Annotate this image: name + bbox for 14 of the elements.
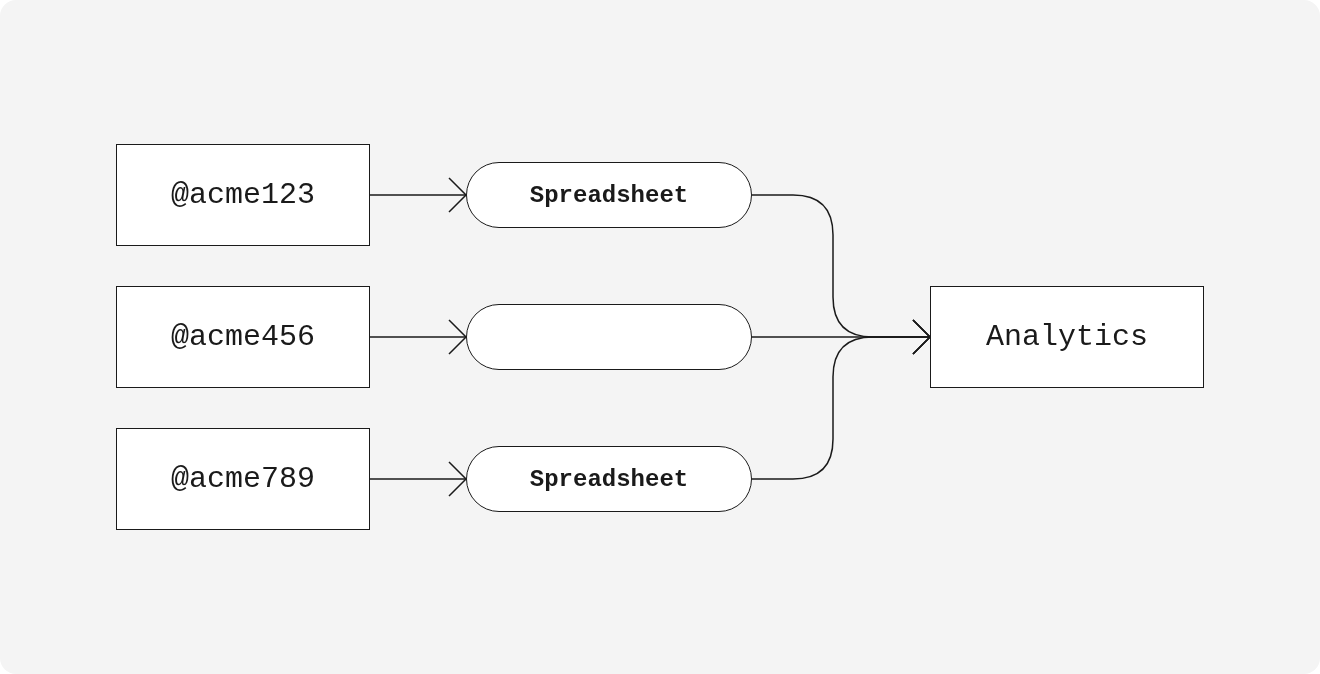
node-label: @acme789 (171, 462, 315, 496)
arrow (369, 319, 467, 355)
node-label: @acme456 (171, 320, 315, 354)
node-label: @acme123 (171, 178, 315, 212)
account-box (116, 144, 370, 246)
account-box (116, 428, 370, 530)
account-box (116, 286, 370, 388)
destination-box (930, 286, 1204, 388)
arrow (751, 319, 931, 480)
arrow (369, 461, 467, 497)
arrow (369, 177, 467, 213)
node-label: Analytics (986, 320, 1148, 354)
node-label: Spreadsheet (529, 181, 689, 209)
node-label: Spreadsheet (529, 465, 689, 493)
